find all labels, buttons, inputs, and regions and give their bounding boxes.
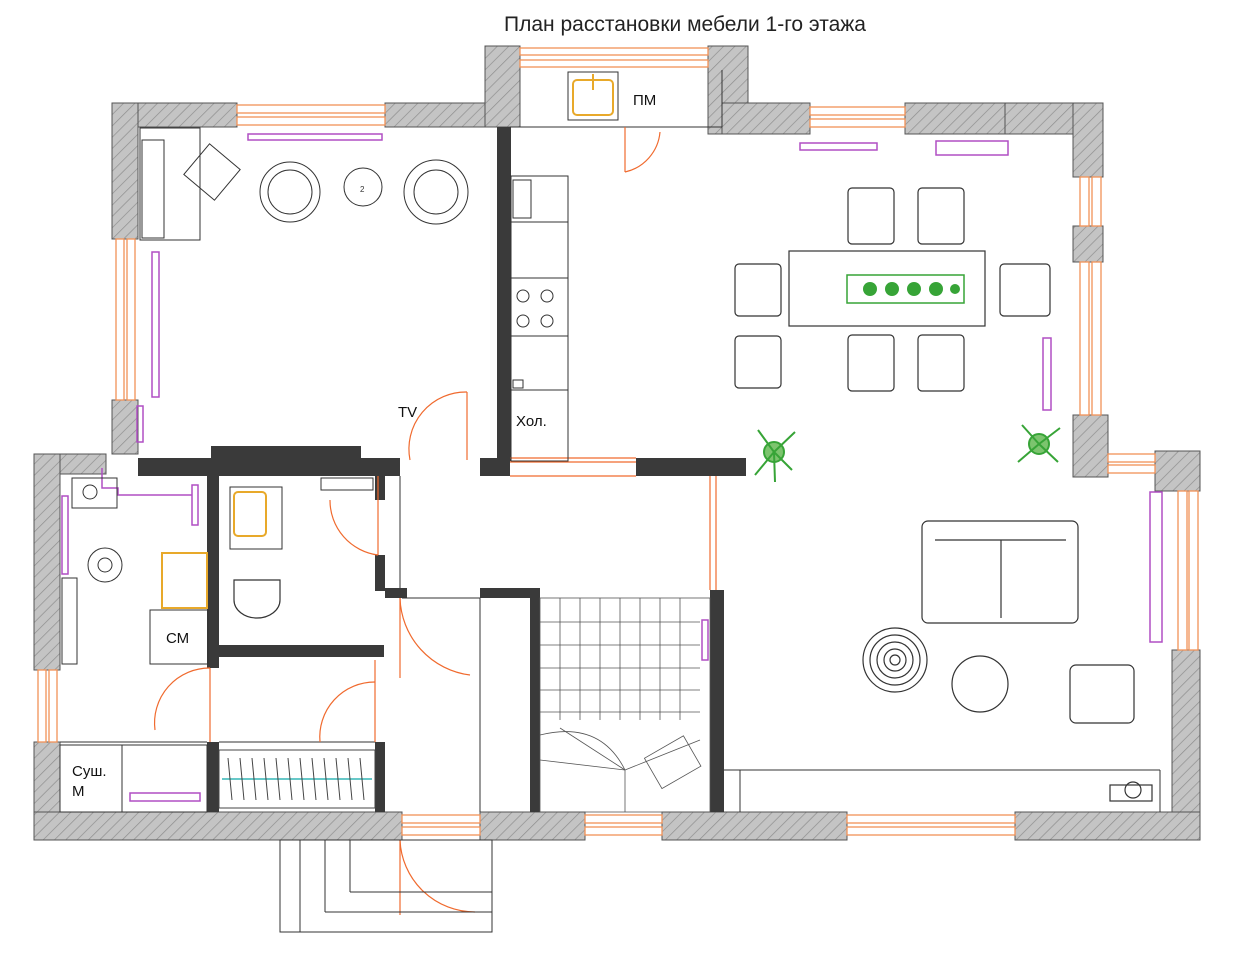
exterior-walls: [33, 45, 1201, 841]
floor-plants: [754, 424, 1061, 483]
dryer-label-line2: М: [72, 783, 85, 800]
tv-label: TV: [398, 404, 417, 421]
svg-text:Avito: Avito: [1186, 919, 1256, 954]
doors: [153, 127, 717, 915]
plan-title: План расстановки мебели 1-го этажа: [504, 13, 866, 36]
radiators: [61, 133, 1163, 802]
table-plants: [863, 282, 960, 296]
dining-set: [734, 187, 1051, 392]
table-number: 2: [360, 185, 365, 194]
bathroom-small: [229, 477, 374, 619]
pm-label: ПМ: [633, 92, 656, 109]
staircase: [539, 597, 711, 813]
washing-machine-label: СМ: [166, 630, 189, 647]
pantry-sink: [567, 71, 619, 121]
watermark: Avito: [1152, 919, 1256, 954]
windows: [37, 47, 1199, 836]
kitchen: [510, 175, 569, 462]
dryer-label-line1: Суш.: [72, 763, 107, 780]
living-room: [862, 520, 1153, 802]
laundry: [59, 477, 209, 813]
entrance-porch: [279, 839, 493, 933]
fridge-label: Хол.: [516, 413, 547, 430]
thin-walls: [60, 70, 1161, 812]
partitions: [138, 127, 746, 812]
wardrobe: [218, 749, 376, 809]
office-furniture: [139, 127, 469, 241]
